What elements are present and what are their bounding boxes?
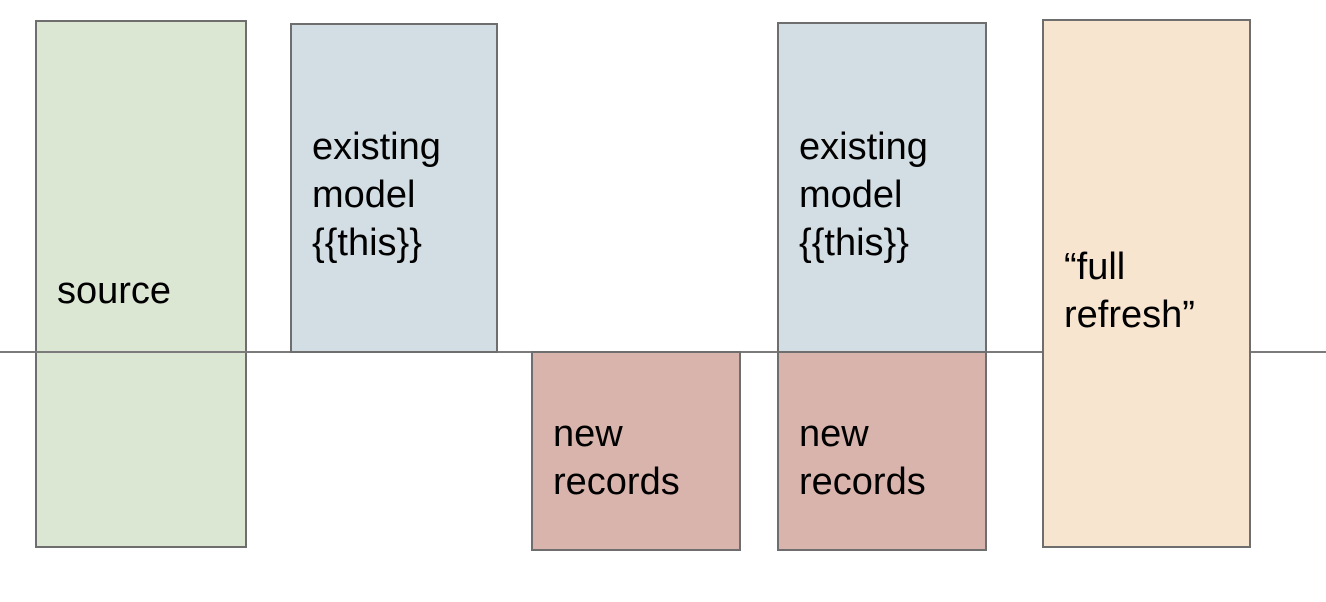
new-records-box-1-label: new records [553, 413, 680, 503]
full-refresh-box: “full refresh” [1042, 19, 1251, 548]
existing-model-box-1-label: existing model {{this}} [312, 126, 441, 264]
full-refresh-box-label: “full refresh” [1064, 245, 1195, 336]
new-records-box-2-label: new records [799, 413, 926, 503]
new-records-box-1: new records [531, 351, 741, 551]
existing-model-box-1: existing model {{this}} [290, 23, 498, 353]
existing-model-box-2: existing model {{this}} [777, 22, 987, 353]
source-box: source [35, 20, 247, 548]
existing-model-box-2-label: existing model {{this}} [799, 125, 928, 264]
source-box-label: source [57, 270, 172, 312]
new-records-box-2: new records [777, 351, 987, 551]
